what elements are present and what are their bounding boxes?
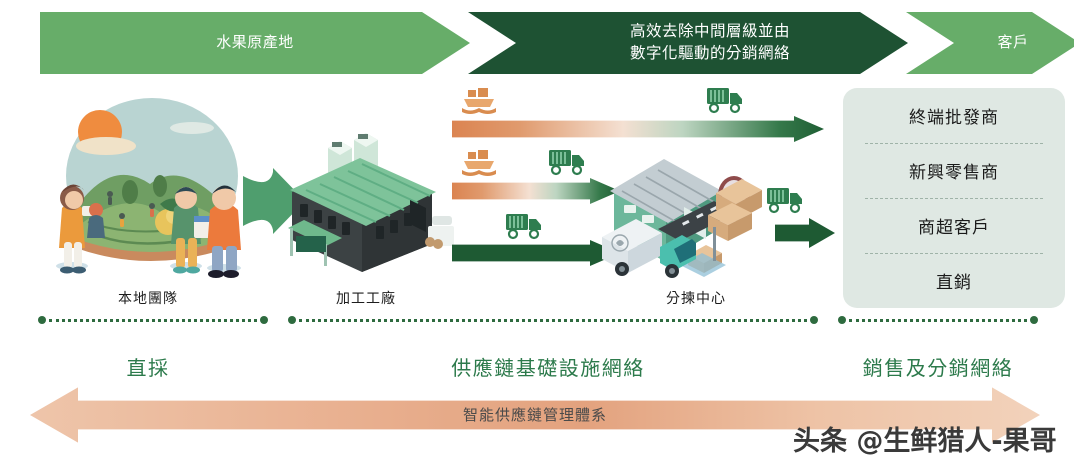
segment-endpoint-dot bbox=[1030, 316, 1038, 324]
customer-label: 商超客戶 bbox=[918, 218, 990, 237]
stage-band: 水果原產地 高效去除中間層級並由 數字化驅動的分銷網絡 客戶 bbox=[40, 12, 1074, 74]
customer-panel: 終端批發商 新興零售商 商超客戶 直銷 bbox=[843, 88, 1065, 308]
customer-label: 終端批發商 bbox=[909, 108, 999, 127]
management-system-label: 智能供應鏈管理體系 bbox=[462, 407, 607, 424]
illustration-sorting-center bbox=[596, 145, 766, 280]
segment-endpoint-dot bbox=[260, 316, 268, 324]
section-label-sales-distribution: 銷售及分銷網絡 bbox=[862, 358, 1014, 380]
truck-icon bbox=[706, 86, 744, 114]
arrow-farm-to-factory bbox=[243, 168, 305, 234]
segment-rule-sourcing bbox=[38, 316, 268, 324]
customer-label: 直銷 bbox=[936, 273, 972, 292]
flow-arrow-lane-3 bbox=[452, 240, 620, 266]
segment-rule-infrastructure bbox=[288, 316, 818, 324]
section-label-supply-chain-infra: 供應鏈基礎設施網絡 bbox=[451, 358, 645, 380]
stage-label-network: 高效去除中間層級並由 數字化驅動的分銷網絡 bbox=[629, 23, 790, 62]
section-label-direct-sourcing: 直採 bbox=[126, 358, 170, 380]
customer-item-wholesaler[interactable]: 終端批發商 bbox=[843, 88, 1065, 143]
ship-icon bbox=[462, 88, 496, 114]
illustration-processing-plant bbox=[280, 132, 458, 272]
segment-endpoint-dot bbox=[38, 316, 46, 324]
stage-chevron-customer: 客戶 bbox=[906, 12, 1074, 74]
person-child bbox=[87, 203, 105, 238]
illustration-local-team bbox=[34, 88, 264, 278]
segment-endpoint-dot bbox=[838, 316, 846, 324]
watermark: 头条 @生鲜猎人-果哥 bbox=[793, 426, 1057, 457]
person-agronomist bbox=[170, 187, 210, 274]
segment-dotted-line bbox=[299, 318, 807, 322]
ship-icon bbox=[462, 150, 496, 176]
truck-icon bbox=[766, 186, 804, 214]
flow-arrow-lane-4 bbox=[775, 218, 835, 248]
segment-dotted-line bbox=[849, 318, 1027, 322]
truck-icon bbox=[548, 148, 586, 176]
stage-label-customer: 客戶 bbox=[997, 34, 1029, 51]
customer-item-supermarket[interactable]: 商超客戶 bbox=[843, 198, 1065, 253]
segment-endpoint-dot bbox=[288, 316, 296, 324]
truck-icon bbox=[505, 212, 543, 240]
caption-local-team: 本地團隊 bbox=[118, 290, 178, 306]
segment-endpoint-dot bbox=[810, 316, 818, 324]
flow-arrow-lane-1 bbox=[452, 116, 824, 142]
person-buyer bbox=[207, 185, 241, 278]
management-system-arrow: 智能供應鏈管理體系 bbox=[30, 385, 1040, 445]
segment-rule-distribution bbox=[838, 316, 1038, 324]
customer-item-new-retail[interactable]: 新興零售商 bbox=[843, 143, 1065, 198]
person-left bbox=[56, 184, 96, 274]
customer-item-direct-sales[interactable]: 直銷 bbox=[843, 253, 1065, 308]
segment-dotted-line bbox=[49, 318, 257, 322]
stage-chevron-network: 高效去除中間層級並由 數字化驅動的分銷網絡 bbox=[468, 12, 908, 74]
stage-label-origin: 水果原產地 bbox=[216, 34, 294, 51]
customer-label: 新興零售商 bbox=[909, 163, 999, 182]
stage-chevron-origin: 水果原產地 bbox=[40, 12, 470, 74]
caption-sorting-center: 分揀中心 bbox=[666, 290, 726, 306]
caption-processing-plant: 加工工廠 bbox=[336, 290, 396, 306]
flow-arrow-lane-2 bbox=[452, 178, 620, 204]
